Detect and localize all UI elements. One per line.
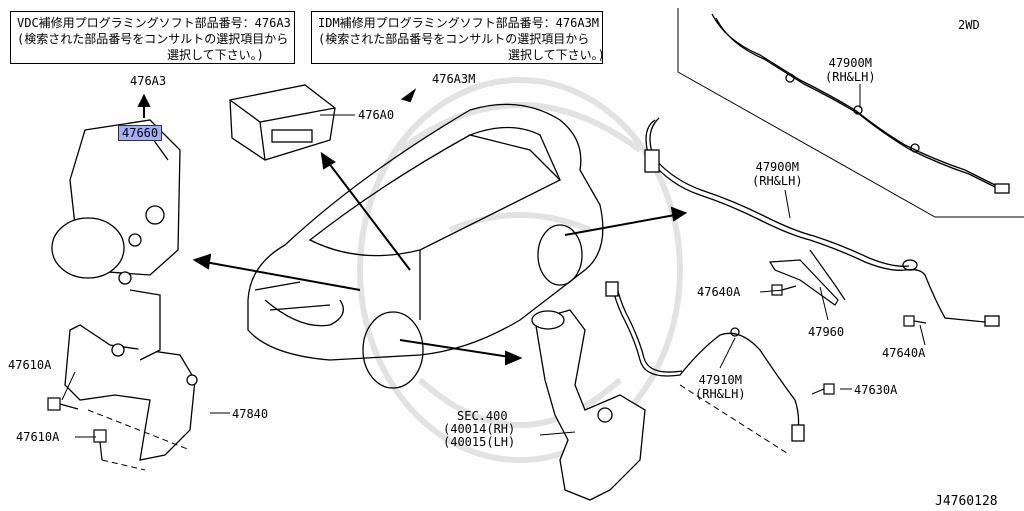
part-47640a-right[interactable]: 47640A [882,346,926,360]
part-476a3m[interactable]: 476A3M [432,72,476,86]
inset-frame [677,8,1024,218]
part-47910m-number: 47910M [698,373,742,387]
idm-note-line3: 選択して下さい。) [508,48,605,62]
part-47840[interactable]: 47840 [232,407,269,421]
section-reference[interactable]: SEC.400 (40014(RH) (40015(LH) [443,410,515,449]
section-400-lh: (40015(LH) [443,435,516,449]
watermark-emblem [357,77,683,463]
leader-lines [61,84,926,471]
idm-note-line1: IDM補修用プログラミングソフト部品番号：476A3M [318,16,600,30]
vdc-note-line2: (検索された部品番号をコンサルトの選択項目から [17,32,289,46]
part-47910m-side: (RH&LH) [695,387,746,401]
part-476a3[interactable]: 476A3 [130,74,167,88]
part-47900m-top-side: (RH&LH) [825,70,876,84]
steering-knuckle [531,309,646,501]
vehicle-outline [247,103,604,389]
section-400: SEC.400 [457,409,508,423]
sensor-harness-top [711,13,1010,194]
part-47660[interactable]: 47660 [118,125,163,141]
idm-note-line2: (検索された部品番号をコンサルトの選択項目から [318,32,590,46]
vdc-note-line1: VDC補修用プログラミングソフト部品番号：476A3 [17,16,291,30]
sensor-bracket [768,249,846,306]
bolt-icons [47,284,927,461]
part-47900m-mid[interactable]: 47900M (RH&LH) [752,160,803,188]
part-47910m[interactable]: 47910M (RH&LH) [695,373,746,401]
pointer-arrows [137,88,688,366]
idm-note-box: IDM補修用プログラミングソフト部品番号：476A3M (検索された部品番号をコ… [311,11,605,64]
vdc-note-line3: 選択して下さい。) [167,48,264,62]
part-47900m-top-number: 47900M [828,56,872,70]
drive-type-label: 2WD [958,18,980,32]
part-47900m-mid-number: 47900M [755,160,799,174]
control-module [229,84,336,161]
bracket [64,289,198,461]
vdc-note-box: VDC補修用プログラミングソフト部品番号：476A3 (検索された部品番号をコン… [10,11,295,64]
sensor-harness-front [605,281,805,442]
part-47630a[interactable]: 47630A [854,383,898,397]
part-47640a-left[interactable]: 47640A [697,285,741,299]
sensor-harness-mid [644,117,1000,327]
diagram-id-label: J4760128 [935,494,998,509]
part-47900m-top[interactable]: 47900M (RH&LH) [825,56,876,84]
abs-actuator [51,119,181,285]
part-47960[interactable]: 47960 [808,325,845,339]
section-400-rh: (40014(RH) [443,422,516,436]
part-47610a-lower[interactable]: 47610A [16,430,60,444]
part-47610a-upper[interactable]: 47610A [8,358,52,372]
part-47900m-mid-side: (RH&LH) [752,174,803,188]
part-476a0[interactable]: 476A0 [358,108,395,122]
